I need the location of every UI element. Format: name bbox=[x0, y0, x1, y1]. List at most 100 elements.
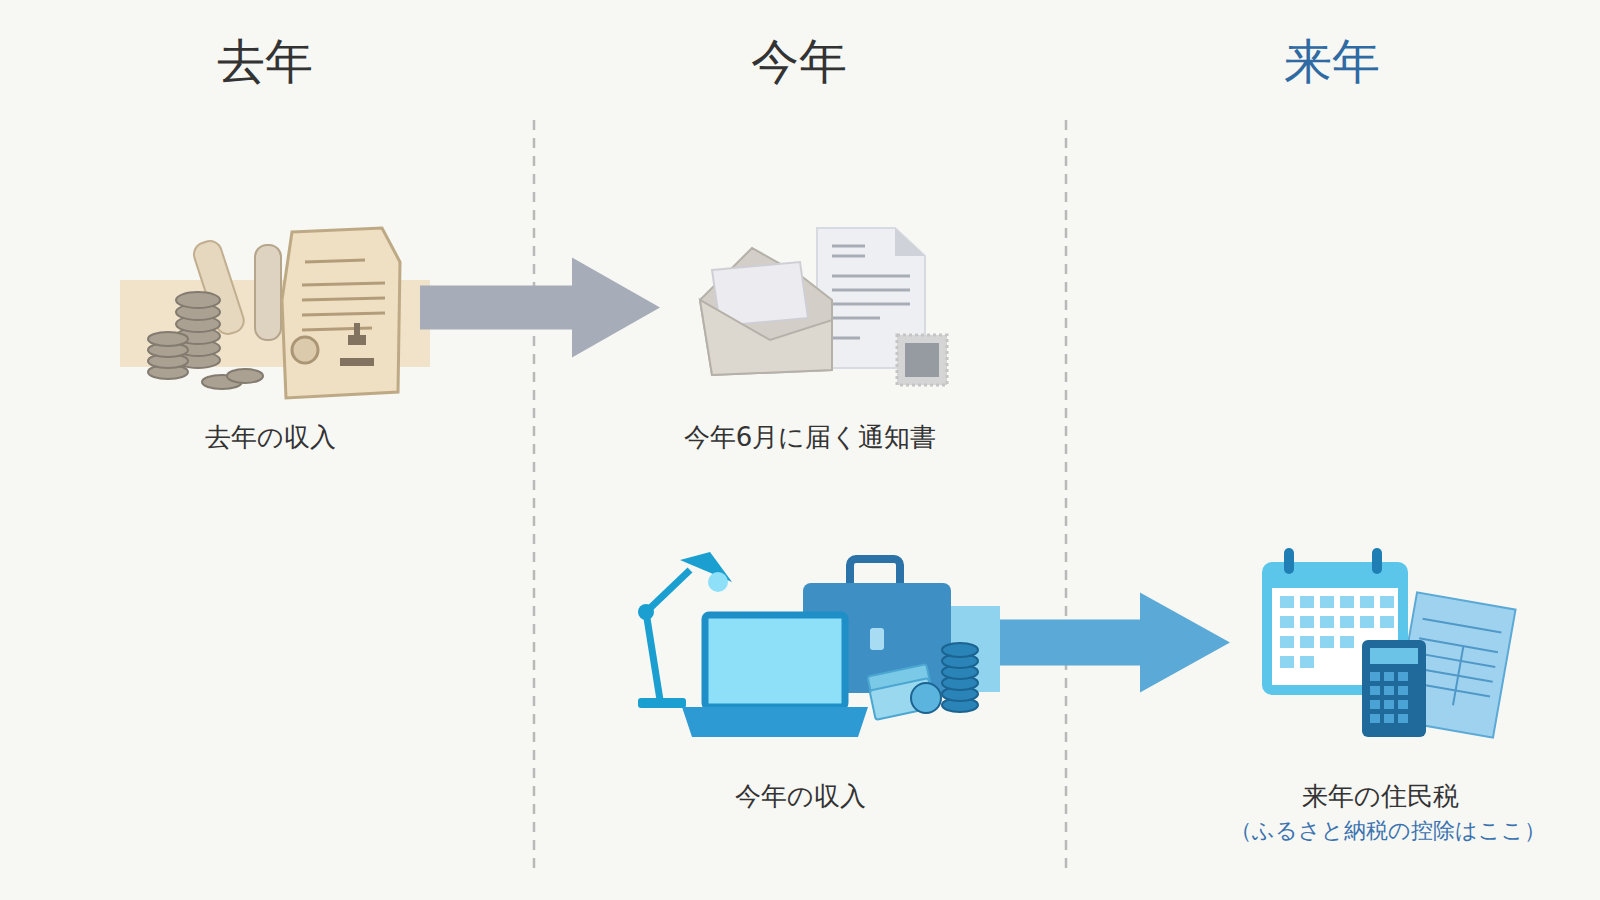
coin bbox=[911, 683, 941, 713]
envelope-front bbox=[700, 300, 832, 375]
step-caption: 来年の住民税 bbox=[1230, 779, 1530, 813]
flow-arrow bbox=[420, 258, 660, 358]
line bbox=[302, 298, 385, 300]
key bbox=[1384, 714, 1394, 723]
envelope bbox=[700, 248, 832, 375]
calendar-ring bbox=[1284, 548, 1294, 574]
key bbox=[1384, 672, 1394, 681]
step-note: （ふるさと納税の控除はここ） bbox=[1230, 817, 1530, 845]
step-caption: 去年の収入 bbox=[120, 420, 420, 454]
laptop-base bbox=[682, 707, 868, 737]
certificate bbox=[282, 228, 400, 398]
laptop-screen bbox=[705, 615, 845, 707]
line bbox=[832, 255, 865, 258]
illustrated-step: 去年の収入 bbox=[120, 215, 420, 454]
text-lines bbox=[832, 246, 910, 338]
day bbox=[1340, 596, 1354, 608]
lamp-base bbox=[638, 698, 686, 708]
line bbox=[832, 275, 910, 278]
day bbox=[1380, 596, 1394, 608]
day bbox=[1300, 636, 1314, 648]
line bbox=[305, 260, 365, 262]
notice-illustration bbox=[700, 228, 947, 385]
line bbox=[1419, 638, 1498, 652]
day bbox=[1300, 656, 1314, 668]
work-illustration bbox=[638, 552, 1000, 737]
column-heading: 去年 bbox=[217, 33, 313, 89]
calculator-display bbox=[1370, 648, 1418, 664]
seal bbox=[292, 337, 318, 363]
coin bbox=[942, 643, 978, 657]
column-divider bbox=[1065, 120, 1068, 870]
stamp bbox=[340, 323, 374, 366]
day bbox=[1300, 596, 1314, 608]
day bbox=[1280, 616, 1294, 628]
key bbox=[1370, 686, 1380, 695]
briefcase-handle bbox=[850, 559, 900, 583]
line bbox=[1423, 619, 1502, 633]
tax-illustration bbox=[1262, 548, 1516, 738]
step-caption: 今年6月に届く通知書 bbox=[660, 420, 960, 454]
line bbox=[832, 317, 880, 320]
illustrated-step: 今年の収入 bbox=[600, 545, 1000, 813]
day bbox=[1320, 636, 1334, 648]
coin bbox=[148, 332, 188, 346]
line bbox=[302, 328, 372, 330]
fold bbox=[895, 228, 925, 256]
key bbox=[1398, 686, 1408, 695]
lamp-bulb bbox=[708, 572, 728, 592]
scroll bbox=[255, 245, 281, 340]
illustration-slot bbox=[1230, 545, 1530, 740]
column-heading: 来年 bbox=[1284, 33, 1380, 89]
column-divider bbox=[533, 120, 536, 870]
coins bbox=[911, 643, 978, 713]
day bbox=[1380, 616, 1394, 628]
calendar-ring bbox=[1372, 548, 1382, 574]
day bbox=[1320, 616, 1334, 628]
stamp-face bbox=[905, 343, 939, 377]
line bbox=[302, 283, 385, 285]
day bbox=[1320, 596, 1334, 608]
day bbox=[1340, 616, 1354, 628]
key bbox=[1384, 686, 1394, 695]
lamp-arm bbox=[646, 612, 660, 700]
day bbox=[1280, 636, 1294, 648]
line bbox=[302, 313, 385, 315]
line bbox=[1416, 653, 1495, 667]
key bbox=[1384, 700, 1394, 709]
line bbox=[832, 303, 910, 306]
column-divider bbox=[534, 120, 1066, 870]
illustration-slot bbox=[600, 545, 1000, 740]
calendar bbox=[1262, 562, 1408, 695]
calculator-keys bbox=[1370, 672, 1408, 723]
line bbox=[832, 245, 865, 248]
coin bbox=[176, 292, 220, 308]
text-lines bbox=[302, 260, 385, 330]
briefcase-lock bbox=[870, 628, 884, 650]
day bbox=[1280, 656, 1294, 668]
step-caption: 今年の収入 bbox=[600, 779, 1000, 813]
lamp-arm bbox=[646, 570, 690, 612]
line bbox=[1453, 646, 1463, 705]
key bbox=[1398, 672, 1408, 681]
desk-lamp bbox=[646, 570, 690, 700]
key bbox=[1370, 714, 1380, 723]
day bbox=[1360, 596, 1374, 608]
line bbox=[832, 289, 910, 292]
lamp-joint bbox=[638, 604, 654, 620]
coin bbox=[227, 369, 263, 383]
calculator bbox=[1362, 640, 1426, 737]
income-illustration bbox=[120, 228, 430, 398]
day bbox=[1360, 616, 1374, 628]
illustration-slot bbox=[660, 215, 960, 400]
illustrated-step: 今年6月に届く通知書 bbox=[660, 215, 960, 454]
coins bbox=[148, 292, 263, 389]
key bbox=[1370, 672, 1380, 681]
key bbox=[1398, 700, 1408, 709]
illustration-slot bbox=[120, 215, 420, 400]
day bbox=[1280, 596, 1294, 608]
stamp bbox=[897, 335, 947, 385]
line bbox=[832, 337, 860, 340]
key bbox=[1370, 700, 1380, 709]
